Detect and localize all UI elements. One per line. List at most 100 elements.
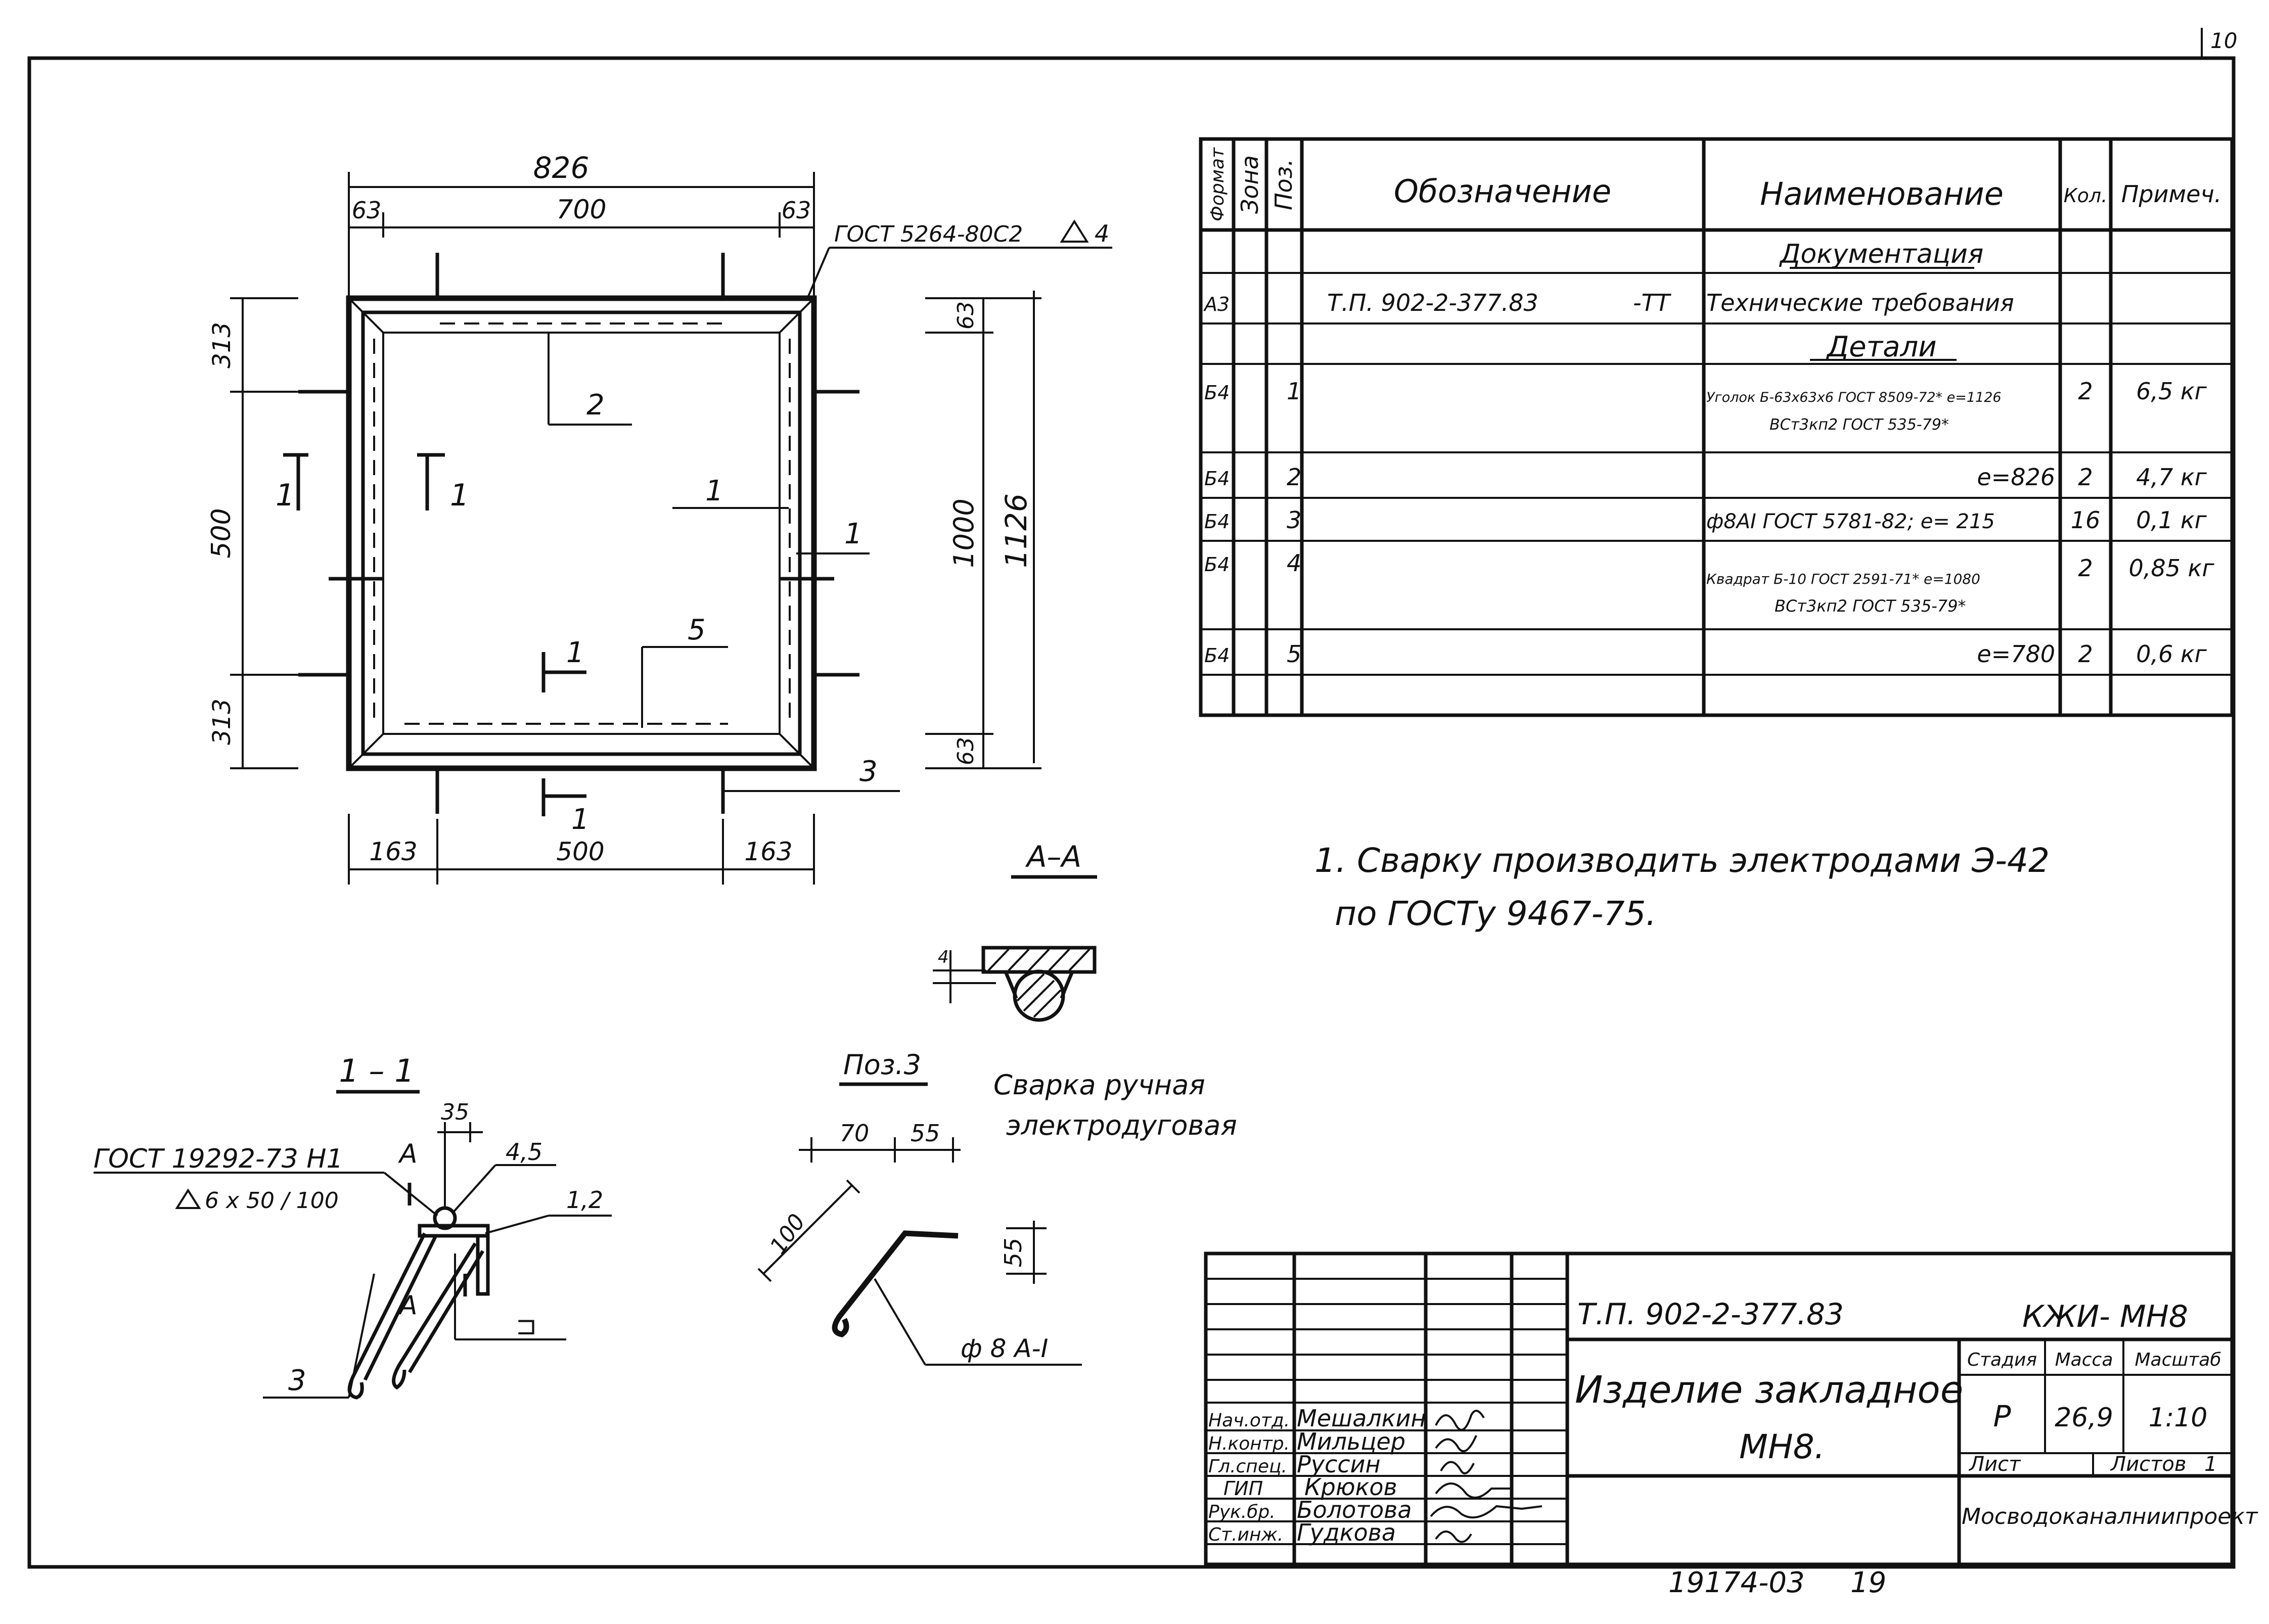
signatures: [1430, 1410, 1542, 1543]
spec-border: [1199, 137, 2234, 717]
dim-ext: [757, 1268, 772, 1282]
weld-leg: 4: [1095, 220, 1109, 247]
label-a-bottom: А: [398, 1290, 418, 1321]
cell-name-2: ВСт3кп2 ГОСТ 535-79*: [1769, 416, 1949, 434]
dim-ext: [846, 1179, 860, 1194]
section-mark-label: 1: [450, 478, 469, 513]
dim-35: 35: [441, 1099, 469, 1125]
label-12: 1,2: [566, 1186, 603, 1214]
signature: [1430, 1505, 1542, 1519]
cell-suffix: -ТТ: [1633, 289, 1672, 316]
frame-corner-tl: [348, 297, 384, 334]
archive-number: 19174-03: [1668, 1566, 1805, 1599]
table-row: Б4 2 е=826 2 4,7 кг: [1204, 463, 2207, 491]
table-row: Б4 1 Уголок Б-63x63x6 ГОСТ 8509-72* е=11…: [1204, 378, 2207, 434]
staff-name: Гудкова: [1297, 1519, 1396, 1546]
dim-right-bottom: 63: [953, 737, 979, 765]
hatch: [1023, 980, 1055, 1012]
section-mark-label: 1: [276, 478, 295, 513]
label-box: ⊐: [516, 1311, 537, 1340]
organization: Мосводоканалниипроект: [1962, 1504, 2258, 1529]
weld-leader: [805, 247, 830, 301]
section-mark-label: 1: [566, 636, 584, 669]
frame-corner-br: [779, 733, 815, 769]
frame-outer: [346, 295, 817, 771]
frame-corner-tr: [779, 297, 815, 334]
signature: [1435, 1530, 1472, 1543]
cell-note: 0,1 кг: [2136, 506, 2207, 534]
dim-bottom-middle: 500: [556, 837, 604, 866]
staff-role: Гл.спец.: [1208, 1456, 1287, 1477]
cell-qty: 16: [2071, 506, 2101, 534]
label-45: 4,5: [506, 1138, 542, 1166]
section-aa: А–А 4: [933, 840, 1097, 1022]
staff-name: Мильцер: [1297, 1428, 1405, 1455]
sheets-value: 1: [2204, 1453, 2217, 1476]
pos3-title: Поз.3: [843, 1049, 921, 1081]
cell-pos: 2: [1287, 463, 1301, 491]
section-11: 1 – 1 А А 35 ГОСТ 19292-73 Н1 6 x 50 / 1…: [94, 1052, 612, 1400]
signature: [1435, 1482, 1512, 1499]
dim-overall-height: 1126: [999, 493, 1033, 568]
pos-label-3: 3: [859, 755, 878, 788]
dim-bottom-right: 163: [744, 837, 792, 866]
header-note: Примеч.: [2121, 180, 2222, 208]
staff-name: Крюков: [1304, 1473, 1397, 1501]
hatch: [1016, 973, 1045, 1002]
dim-line-100: [762, 1184, 853, 1275]
section-aa-title: А–А: [1025, 840, 1081, 874]
cell-format: Б4: [1204, 644, 1230, 667]
cell-note: 0,85 кг: [2129, 554, 2215, 582]
cell-qty: 2: [2078, 554, 2093, 582]
cell-format: Б4: [1204, 468, 1230, 490]
anchor-bent-2: [392, 1242, 477, 1390]
hatch: [987, 948, 1010, 971]
leader: [383, 1172, 438, 1217]
signature: [1435, 1410, 1485, 1431]
dim-left-middle: 500: [206, 508, 237, 558]
scale-value: 1:10: [2149, 1403, 2208, 1433]
anchor-bent-1b: [363, 1235, 438, 1381]
note-line-2: по ГОСТу 9467-75.: [1335, 894, 1656, 933]
dim-top-left: 63: [352, 197, 382, 224]
weld-triangle-icon: [175, 1188, 201, 1209]
dim-left-bottom: 313: [208, 699, 236, 745]
page-number: 10: [2210, 28, 2237, 53]
title-block-border: [1204, 1251, 2234, 1566]
header-qty: Кол.: [2064, 184, 2108, 207]
table-row: Б4 5 е=780 2 0,6 кг: [1204, 640, 2207, 668]
label-3: 3: [288, 1364, 306, 1397]
dim-overall-width: 826: [533, 151, 589, 185]
frame-inner-2: [382, 332, 781, 735]
hatch: [1068, 948, 1091, 971]
bar-shape: [832, 1230, 959, 1337]
dim-70: 70: [840, 1120, 870, 1147]
label-a-top: А: [398, 1139, 418, 1169]
pos-label-1: 1: [705, 475, 723, 507]
cell-pos: 3: [1287, 506, 1301, 534]
dim-top-right: 63: [782, 197, 811, 224]
cell-pos: 1: [1287, 378, 1301, 405]
staff-list: Нач.отд. Мешалкин Н.контр. Мильцер Гл.сп…: [1208, 1405, 1426, 1546]
gost-note: ГОСТ 19292-73 Н1: [94, 1144, 343, 1174]
staff-name: Болотова: [1297, 1496, 1412, 1523]
cell-name: е=826: [1977, 463, 2055, 491]
dim-bottom-left: 163: [369, 837, 417, 866]
doc-number: Т.П. 902-2-377.83: [1577, 1297, 1844, 1331]
hatch: [1048, 948, 1070, 971]
cell-name-2: ВСт3кп2 ГОСТ 535-79*: [1775, 596, 1966, 616]
sheets-label: Листов: [2110, 1453, 2186, 1476]
bar-label: ф 8 А-I: [961, 1334, 1048, 1363]
dim-top-middle: 700: [556, 195, 606, 225]
section-parts: Детали: [1825, 331, 1936, 363]
section-documentation: Документация: [1779, 239, 1983, 269]
specification-table: Формат Зона Поз. Обозначение Наименовани…: [1199, 137, 2234, 717]
title-line-1: Изделие закладное: [1575, 1368, 1963, 1412]
sheet-label: Лист: [1968, 1453, 2021, 1476]
hatch: [1033, 989, 1062, 1018]
title-line-2: МН8.: [1739, 1427, 1825, 1466]
header-format: Формат: [1207, 147, 1228, 221]
cell-qty: 2: [2078, 463, 2093, 491]
pos-label-1b: 1: [844, 518, 863, 550]
